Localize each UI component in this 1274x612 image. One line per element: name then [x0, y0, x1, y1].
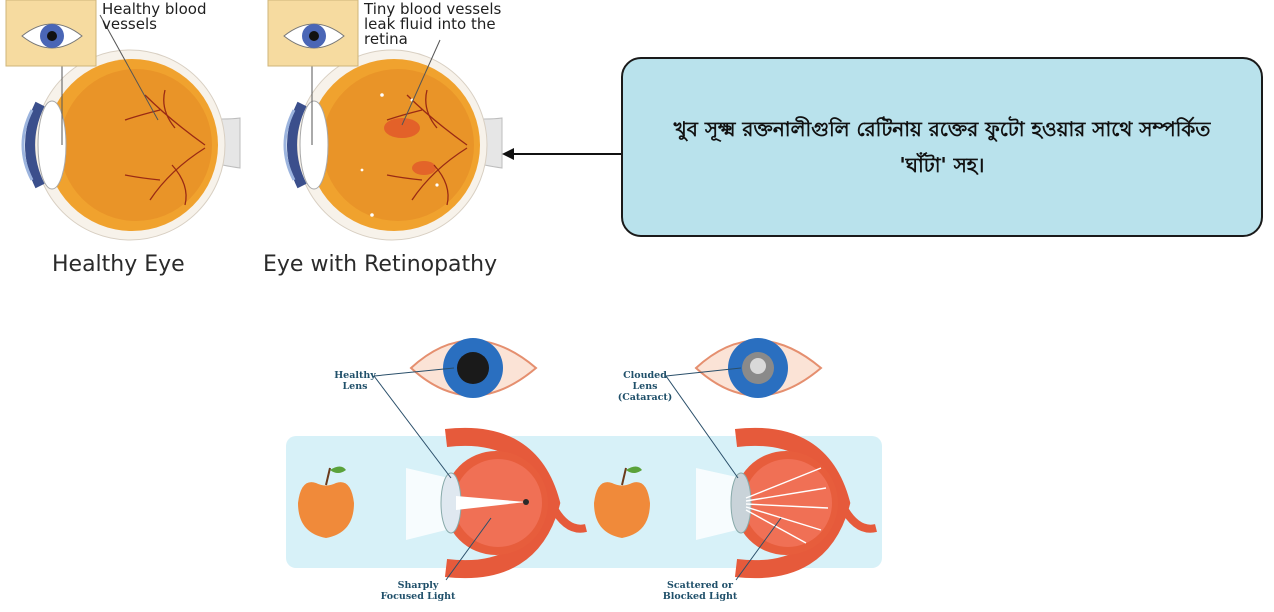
- healthy-lens-label: Healthy Lens: [330, 370, 380, 392]
- healthy-front-eye: [411, 338, 536, 398]
- cataract-comparison-diagram: [286, 318, 886, 612]
- cataract-front-eye: [696, 338, 821, 398]
- scattered-light-label: Scattered or Blocked Light: [658, 580, 742, 602]
- healthy-eye-caption: Healthy Eye: [52, 252, 185, 277]
- arrow-left-icon: [500, 144, 624, 164]
- sharp-light-label: Sharply Focused Light: [380, 580, 456, 602]
- retinopathy-vessels-label: Tiny blood vessels leak fluid into the r…: [364, 2, 514, 47]
- retinopathy-eye-caption: Eye with Retinopathy: [263, 252, 497, 277]
- clouded-lens-label: Clouded Lens (Cataract): [614, 370, 676, 403]
- annotation-text: খুব সূক্ষ্ম রক্তনালীগুলি রেটিনায় রক্তের…: [653, 111, 1231, 183]
- annotation-callout: খুব সূক্ষ্ম রক্তনালীগুলি রেটিনায় রক্তের…: [621, 57, 1263, 237]
- healthy-eye-diagram: [0, 0, 250, 250]
- healthy-vessels-label: Healthy blood vessels: [102, 2, 232, 32]
